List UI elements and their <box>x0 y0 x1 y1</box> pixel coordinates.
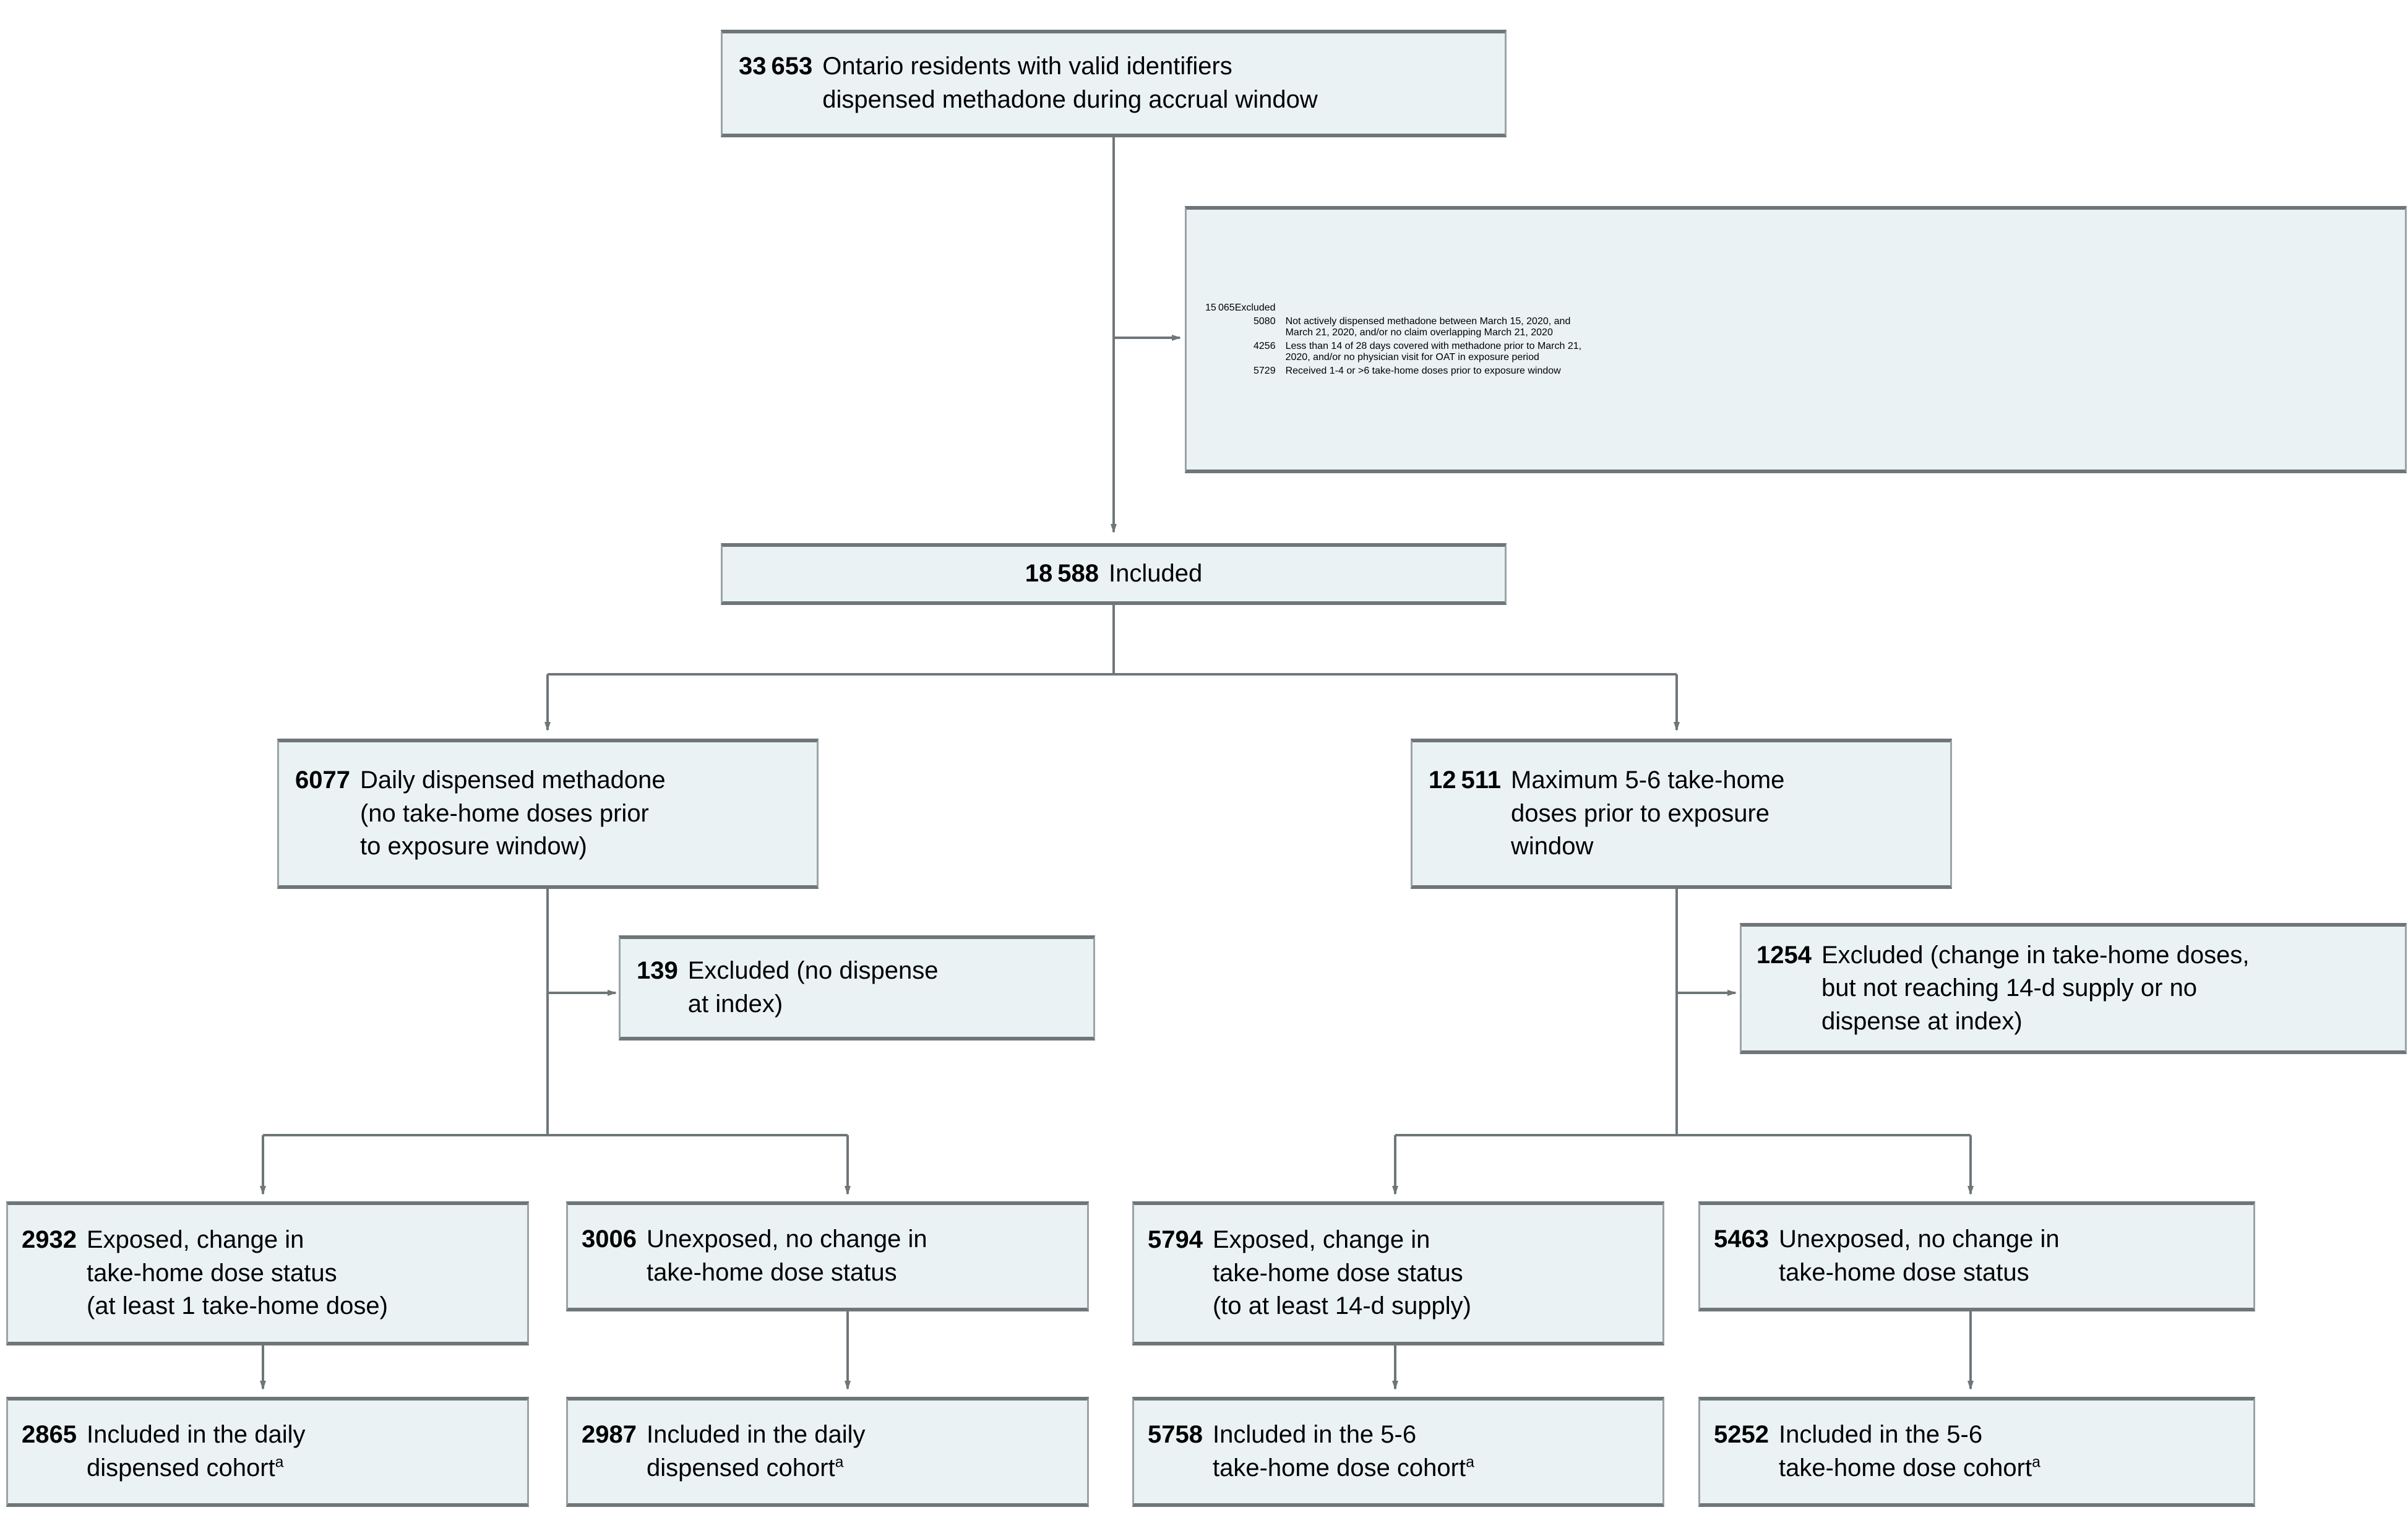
node-takehome-exposed: 5794 Exposed, change in take-home dose s… <box>1132 1201 1664 1345</box>
daily-excluded-line-2: at index) <box>687 990 783 1018</box>
takehome-exposed-count: 5794 <box>1148 1226 1203 1254</box>
node-takehome-excluded: 1254 Excluded (change in take-home doses… <box>1740 923 2407 1054</box>
takehome-exposed-final-footnote: a <box>1466 1454 1474 1471</box>
takehome-exposed-final-line-1: Included in the 5-6 <box>1212 1421 1417 1449</box>
node-daily-excluded: 139 Excluded (no dispense at index) <box>619 935 1095 1040</box>
excluded-reason-2-line-1: Less than 14 of 28 days covered with met… <box>1285 341 1582 351</box>
daily-unexposed-final-line-2: dispensed cohort <box>646 1454 835 1482</box>
daily-branch-count: 6077 <box>295 766 350 794</box>
excluded-reason-1-count: 5080 <box>1253 316 1276 327</box>
node-takehome-exposed-final: 5758 Included in the 5-6 take-home dose … <box>1132 1397 1664 1507</box>
excluded-reason-1-line-2: March 21, 2020, and/or no claim overlapp… <box>1285 327 1553 338</box>
excluded-reason-2-count: 4256 <box>1253 341 1276 351</box>
node-takehome-unexposed-final: 5252 Included in the 5-6 take-home dose … <box>1698 1397 2255 1507</box>
takehome-excluded-line-1: Excluded (change in take-home doses, <box>1821 941 2250 969</box>
node-source-population: 33 653 Ontario residents with valid iden… <box>721 30 1507 137</box>
included-label: Included <box>1109 560 1203 588</box>
takehome-exposed-line-3: (to at least 14-d supply) <box>1212 1292 1471 1320</box>
excluded-main-count: 15 065 <box>1205 302 1235 313</box>
daily-exposed-line-1: Exposed, change in <box>86 1226 304 1254</box>
daily-exposed-final-count: 2865 <box>22 1421 77 1449</box>
node-daily-exposed-final: 2865 Included in the daily dispensed coh… <box>6 1397 529 1507</box>
node-daily-dispensed-branch: 6077 Daily dispensed methadone (no take-… <box>277 739 819 889</box>
takehome-excluded-line-2: but not reaching 14-d supply or no <box>1821 974 2198 1002</box>
daily-exposed-count: 2932 <box>22 1226 77 1254</box>
excluded-reason-3-count: 5729 <box>1253 366 1276 376</box>
source-count: 33 653 <box>739 53 813 80</box>
daily-exposed-line-3: (at least 1 take-home dose) <box>86 1292 388 1320</box>
takehome-exposed-final-count: 5758 <box>1148 1421 1203 1449</box>
excluded-reason-1: 5080 Not actively dispensed methadone be… <box>1253 316 2386 338</box>
takehome-exposed-line-2: take-home dose status <box>1212 1259 1463 1287</box>
daily-excluded-count: 139 <box>637 957 678 985</box>
daily-unexposed-final-footnote: a <box>835 1454 844 1471</box>
source-line-1: Ontario residents with valid identifiers <box>822 53 1232 80</box>
excluded-reason-2: 4256 Less than 14 of 28 days covered wit… <box>1253 341 2386 363</box>
takehome-branch-line-2: doses prior to exposure <box>1511 799 1770 827</box>
takehome-excluded-line-3: dispense at index) <box>1821 1007 2023 1035</box>
daily-excluded-line-1: Excluded (no dispense <box>687 957 939 985</box>
daily-unexposed-final-count: 2987 <box>582 1421 637 1449</box>
daily-exposed-final-line-2: dispensed cohort <box>86 1454 275 1482</box>
takehome-branch-line-1: Maximum 5-6 take-home <box>1511 766 1785 794</box>
takehome-unexposed-line-2: take-home dose status <box>1778 1259 2029 1286</box>
node-daily-unexposed-final: 2987 Included in the daily dispensed coh… <box>566 1397 1089 1507</box>
excluded-reason-2-line-2: 2020, and/or no physician visit for OAT … <box>1285 352 1539 363</box>
takehome-excluded-count: 1254 <box>1757 941 1812 969</box>
daily-exposed-line-2: take-home dose status <box>86 1259 337 1287</box>
daily-unexposed-line-1: Unexposed, no change in <box>646 1225 927 1253</box>
daily-unexposed-line-2: take-home dose status <box>646 1259 897 1286</box>
daily-exposed-final-footnote: a <box>275 1454 284 1471</box>
takehome-unexposed-count: 5463 <box>1714 1225 1769 1253</box>
takehome-branch-count: 12 511 <box>1429 766 1502 794</box>
takehome-unexposed-final-line-1: Included in the 5-6 <box>1778 1421 1983 1449</box>
included-count: 18 588 <box>1025 560 1099 588</box>
source-line-2: dispensed methadone during accrual windo… <box>822 86 1318 113</box>
excluded-reason-3-line-1: Received 1-4 or >6 take-home doses prior… <box>1285 366 1561 376</box>
daily-unexposed-final-line-1: Included in the daily <box>646 1421 866 1449</box>
takehome-exposed-final-line-2: take-home dose cohort <box>1212 1454 1466 1482</box>
takehome-branch-line-3: window <box>1511 833 1594 860</box>
takehome-unexposed-final-count: 5252 <box>1714 1421 1769 1449</box>
daily-branch-line-2: (no take-home doses prior <box>359 799 649 827</box>
node-takehome-branch: 12 511 Maximum 5-6 take-home doses prior… <box>1411 739 1952 889</box>
daily-unexposed-count: 3006 <box>582 1225 637 1253</box>
excluded-main-label: Excluded <box>1234 302 1276 313</box>
node-daily-unexposed: 3006 Unexposed, no change in take-home d… <box>566 1201 1089 1311</box>
daily-exposed-final-line-1: Included in the daily <box>86 1421 306 1449</box>
excluded-reason-1-line-1: Not actively dispensed methadone between… <box>1285 316 1571 327</box>
excluded-reason-3: 5729 Received 1-4 or >6 take-home doses … <box>1253 366 2386 377</box>
node-excluded-main: 15 065 Excluded 5080 Not actively dispen… <box>1185 206 2407 473</box>
takehome-exposed-line-1: Exposed, change in <box>1212 1226 1430 1254</box>
node-takehome-unexposed: 5463 Unexposed, no change in take-home d… <box>1698 1201 2255 1311</box>
node-included: 18 588 Included <box>721 543 1507 605</box>
takehome-unexposed-line-1: Unexposed, no change in <box>1778 1225 2060 1253</box>
daily-branch-line-1: Daily dispensed methadone <box>359 766 666 794</box>
daily-branch-line-3: to exposure window) <box>359 833 587 860</box>
takehome-unexposed-final-line-2: take-home dose cohort <box>1778 1454 2032 1482</box>
node-daily-exposed: 2932 Exposed, change in take-home dose s… <box>6 1201 529 1345</box>
takehome-unexposed-final-footnote: a <box>2032 1454 2040 1471</box>
